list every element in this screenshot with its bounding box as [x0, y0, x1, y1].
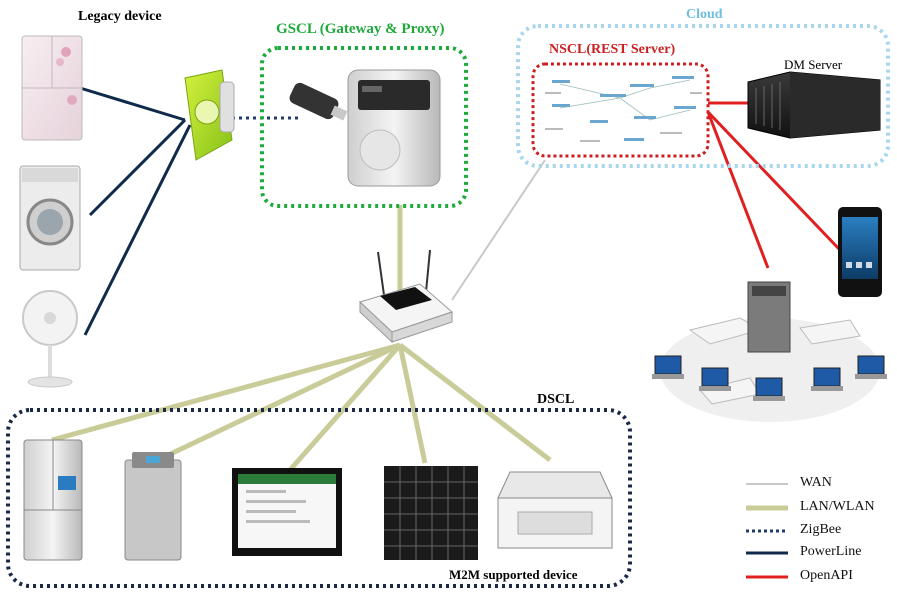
powerline-links	[79, 86, 192, 336]
usb-dongle-icon	[289, 82, 348, 121]
smart-fridge-icon	[23, 439, 83, 561]
legend-label-wan: WAN	[800, 475, 832, 490]
nscl-thumbnail	[545, 76, 702, 142]
client-network-icon	[652, 281, 887, 422]
powerline-link-washer	[88, 118, 187, 217]
lan-links-devices	[51, 342, 552, 472]
electric-fan-icon	[22, 290, 78, 388]
powerline-link-fridge	[79, 86, 186, 122]
gateway-server-icon	[347, 69, 441, 187]
nscl-label: NSCL(REST Server)	[549, 42, 676, 57]
dscl-label: DSCL	[537, 392, 575, 407]
washing-machine-icon	[19, 165, 81, 271]
legend-label-lan: LAN/WLAN	[800, 499, 875, 514]
smart-plug-icon	[184, 69, 235, 161]
fridge-icon	[21, 35, 83, 141]
dm-server-label: DM Server	[784, 57, 843, 72]
smart-tv-icon	[232, 468, 342, 556]
solar-panel-icon	[384, 466, 478, 560]
laptop-icons	[652, 355, 887, 401]
openapi-links	[706, 101, 842, 269]
powerline-link-fan	[83, 124, 192, 336]
m2m-supported-label: M2M supported device	[449, 567, 578, 582]
dm-server-icon	[747, 71, 881, 139]
nscl-box	[531, 62, 710, 158]
legend-label-zigbee: ZigBee	[800, 522, 842, 537]
legend-label-powerline: PowerLine	[800, 544, 862, 559]
gscl-box	[260, 46, 468, 208]
smartphone-icon	[838, 207, 882, 297]
legacy-device-label: Legacy device	[78, 9, 162, 24]
air-conditioner-icon	[497, 471, 613, 549]
wan-link	[451, 159, 546, 301]
gscl-label: GSCL (Gateway & Proxy)	[276, 21, 445, 37]
legend-label-openapi: OpenAPI	[800, 568, 853, 583]
cloud-label: Cloud	[686, 7, 723, 22]
smart-washer-icon	[124, 452, 182, 561]
wireless-router-icon	[359, 249, 453, 344]
cloud-box	[516, 24, 890, 168]
dscl-box	[6, 408, 632, 588]
legend	[746, 483, 788, 579]
